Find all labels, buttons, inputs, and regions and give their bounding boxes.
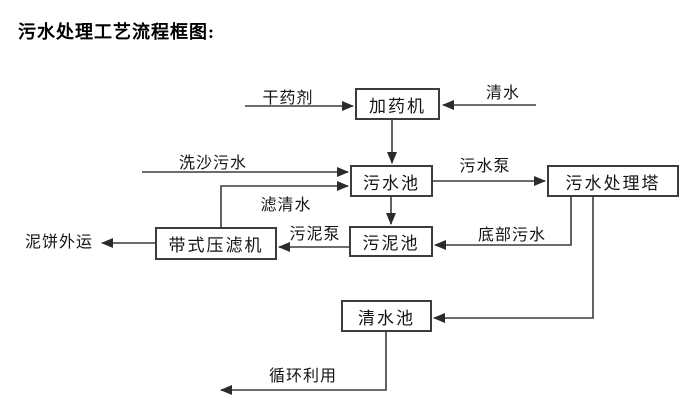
arrow-bottom-sewage-to-sludge-pool <box>434 197 572 250</box>
label-dry-chemical: 干药剂 <box>262 90 314 107</box>
arrow-tower-to-clean-pool <box>433 197 594 323</box>
node-sludge-pool: 污泥池 <box>349 226 433 257</box>
label-sand-washing-sewage: 洗沙污水 <box>178 155 248 172</box>
node-treatment-tower: 污水处理塔 <box>547 165 679 197</box>
label-mud-cake-outbound: 泥饼外运 <box>24 234 94 251</box>
label-clean-water: 清水 <box>485 85 521 102</box>
node-sewage-pool: 污水池 <box>350 165 433 197</box>
label-recycling: 循环利用 <box>268 368 338 385</box>
label-filtered-water: 滤清水 <box>260 197 312 214</box>
node-belt-filter-press: 带式压滤机 <box>155 227 277 260</box>
node-clean-water-pool: 清水池 <box>341 300 432 332</box>
label-bottom-sewage: 底部污水 <box>477 227 547 244</box>
node-dosing-machine: 加药机 <box>355 88 440 120</box>
arrow-filtered-water-to-sewage-pool <box>220 181 349 227</box>
page-title: 污水处理工艺流程框图: <box>18 22 215 42</box>
label-sludge-pump: 污泥泵 <box>289 226 341 243</box>
label-sewage-pump: 污水泵 <box>459 158 511 175</box>
arrow-recycling <box>220 332 387 395</box>
